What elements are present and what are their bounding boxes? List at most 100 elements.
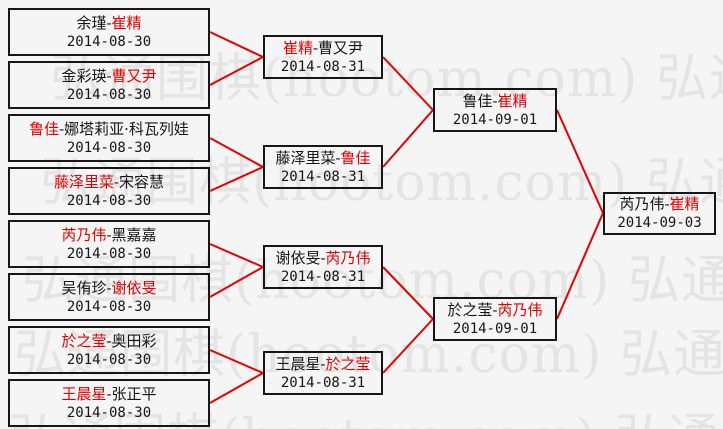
player2-name: 芮乃伟 xyxy=(325,248,371,267)
match-date: 2014-08-30 xyxy=(66,33,152,50)
match-date: 2014-08-30 xyxy=(66,192,152,209)
player1-name: 余瑾 xyxy=(76,13,107,32)
connector-line xyxy=(382,56,434,111)
pairing-separator: - xyxy=(335,148,341,167)
player1-name: 崔精 xyxy=(282,38,313,57)
player2-name: 崔精 xyxy=(111,13,142,32)
match-date: 2014-08-30 xyxy=(66,298,152,315)
connector-line xyxy=(382,109,434,168)
player1-name: 鲁佳 xyxy=(462,91,493,110)
match-box-r1-6: 吴侑珍-谢依旻 2014-08-30 xyxy=(8,273,210,321)
watermark-text: 弘通围棋(hootom.com) 弘通围棋(hootom.com) xyxy=(22,251,723,311)
match-pairing: 王晨星-於之莹 xyxy=(265,355,381,374)
player2-name: 曹又尹 xyxy=(111,66,157,85)
player1-name: 金彩瑛 xyxy=(61,66,107,85)
match-date: 2014-09-03 xyxy=(617,215,702,231)
watermark-text: 弘通围棋(hootom.com) 弘通围棋(hootom.com) xyxy=(14,325,723,385)
match-box-r2-1: 崔精-曹又尹 2014-08-31 xyxy=(263,35,383,79)
player1-name: 芮乃伟 xyxy=(619,195,665,213)
match-box-r2-3: 谢依旻-芮乃伟 2014-08-31 xyxy=(263,245,383,289)
match-date: 2014-08-31 xyxy=(280,58,366,75)
match-box-sf-2: 於之莹-芮乃伟 2014-09-01 xyxy=(433,297,557,341)
match-date: 2014-08-30 xyxy=(66,139,152,156)
match-date: 2014-08-30 xyxy=(66,404,152,421)
connector-line xyxy=(209,372,264,404)
match-date: 2014-08-31 xyxy=(280,374,366,391)
connector-line xyxy=(209,243,264,268)
player2-name: 於之莹 xyxy=(325,354,371,373)
pairing-separator: - xyxy=(59,119,65,138)
connector-line xyxy=(382,318,434,374)
match-box-r1-8: 王晨星-张正平 2014-08-30 xyxy=(8,379,210,427)
match-box-r1-7: 於之莹-奥田彩 2014-08-30 xyxy=(8,326,210,374)
pairing-separator: - xyxy=(312,38,319,57)
player2-name: 鲁佳 xyxy=(340,148,371,167)
player2-name: 黑嘉嘉 xyxy=(111,225,157,244)
pairing-separator: - xyxy=(106,66,112,85)
match-pairing: 吴侑珍-谢依旻 xyxy=(10,279,208,298)
player1-name: 王晨星 xyxy=(275,354,321,373)
match-pairing: 谢依旻-芮乃伟 xyxy=(265,249,381,268)
match-box-r2-4: 王晨星-於之莹 2014-08-31 xyxy=(263,351,383,395)
match-date: 2014-08-30 xyxy=(66,86,152,103)
connector-line xyxy=(556,109,604,214)
watermark-text: 弘通围棋(hootom.com) 弘通围棋(hootom.com) xyxy=(50,49,723,109)
connector-line xyxy=(209,31,264,58)
match-box-r1-5: 芮乃伟-黑嘉嘉 2014-08-30 xyxy=(8,220,210,268)
connector-line xyxy=(556,212,604,320)
connector-line xyxy=(209,266,264,298)
match-pairing: 藤泽里菜-鲁佳 xyxy=(265,149,381,168)
match-pairing: 崔精-曹又尹 xyxy=(265,39,381,58)
player2-name: 芮乃伟 xyxy=(497,300,543,319)
match-date: 2014-08-30 xyxy=(66,245,152,262)
player2-name: 宋容慧 xyxy=(119,172,165,191)
pairing-separator: - xyxy=(664,195,670,213)
pairing-separator: - xyxy=(492,300,498,319)
player1-name: 藤泽里菜 xyxy=(275,148,336,167)
match-box-r2-2: 藤泽里菜-鲁佳 2014-08-31 xyxy=(263,145,383,189)
pairing-separator: - xyxy=(492,91,498,110)
player2-name: 奥田彩 xyxy=(111,331,157,350)
player1-name: 鲁佳 xyxy=(29,119,60,138)
match-pairing: 於之莹-奥田彩 xyxy=(10,332,208,351)
match-pairing: 金彩瑛-曹又尹 xyxy=(10,67,208,86)
pairing-separator: - xyxy=(106,278,112,297)
match-pairing: 於之莹-芮乃伟 xyxy=(435,301,555,320)
player1-name: 谢依旻 xyxy=(275,248,321,267)
match-pairing: 芮乃伟-崔精 xyxy=(605,195,714,214)
connector-line xyxy=(209,349,264,374)
pairing-separator: - xyxy=(320,248,326,267)
player2-name: 曹又尹 xyxy=(318,38,364,57)
player1-name: 於之莹 xyxy=(61,331,107,350)
connector-line xyxy=(209,137,264,168)
match-pairing: 芮乃伟-黑嘉嘉 xyxy=(10,226,208,245)
match-box-r1-3: 鲁佳-娜塔莉亚·科瓦列娃 2014-08-30 xyxy=(8,114,210,162)
match-box-r1-2: 金彩瑛-曹又尹 2014-08-30 xyxy=(8,61,210,109)
player1-name: 藤泽里菜 xyxy=(53,172,114,191)
connector-line xyxy=(209,56,264,86)
pairing-separator: - xyxy=(320,354,326,373)
connector-line xyxy=(382,266,434,320)
pairing-separator: - xyxy=(106,331,112,350)
match-pairing: 王晨星-张正平 xyxy=(10,385,208,404)
player2-name: 张正平 xyxy=(111,384,157,403)
player2-name: 崔精 xyxy=(669,195,700,213)
player1-name: 於之莹 xyxy=(447,300,493,319)
match-date: 2014-08-30 xyxy=(66,351,152,368)
match-pairing: 鲁佳-娜塔莉亚·科瓦列娃 xyxy=(10,120,208,139)
match-box-final: 芮乃伟-崔精 2014-09-03 xyxy=(603,192,716,235)
player2-name: 崔精 xyxy=(497,91,528,110)
player2-name: 谢依旻 xyxy=(111,278,157,297)
connector-line xyxy=(209,166,264,192)
match-pairing: 鲁佳-崔精 xyxy=(435,92,555,111)
match-date: 2014-08-31 xyxy=(280,268,366,285)
match-pairing: 藤泽里菜-宋容慧 xyxy=(10,173,208,192)
player1-name: 王晨星 xyxy=(61,384,107,403)
match-box-r1-4: 藤泽里菜-宋容慧 2014-08-30 xyxy=(8,167,210,215)
match-box-sf-1: 鲁佳-崔精 2014-09-01 xyxy=(433,88,557,132)
pairing-separator: - xyxy=(106,225,112,244)
match-date: 2014-09-01 xyxy=(452,320,538,337)
match-date: 2014-08-31 xyxy=(280,168,366,185)
